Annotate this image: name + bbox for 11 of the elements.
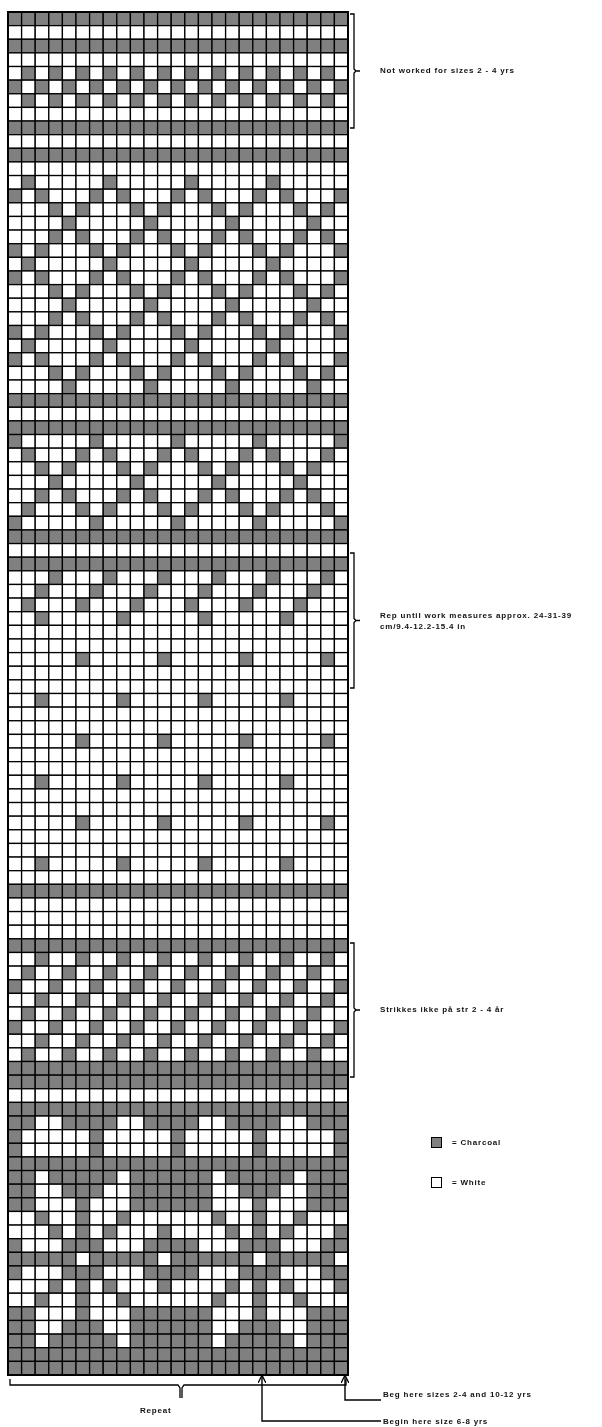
chart-note: Strikkes ikke på str 2 - 4 år [380,1004,505,1015]
repeat-label: Repeat [140,1405,172,1416]
arrow [340,1374,382,1401]
legend-label: = White [452,1177,487,1188]
arrow [257,1374,382,1422]
chart-note: Rep until work measures approx. 24-31-39 cm/9.4-12.2-15.4 in [380,609,574,632]
knitting-chart-drawing [7,11,349,1376]
start-note: Begin here size 6-8 yrs [383,1416,489,1427]
legend-label: = Charcoal [452,1137,502,1148]
chart-note: Not worked for sizes 2 - 4 yrs [380,65,515,76]
start-note: Beg here sizes 2-4 and 10-12 yrs [383,1389,532,1400]
